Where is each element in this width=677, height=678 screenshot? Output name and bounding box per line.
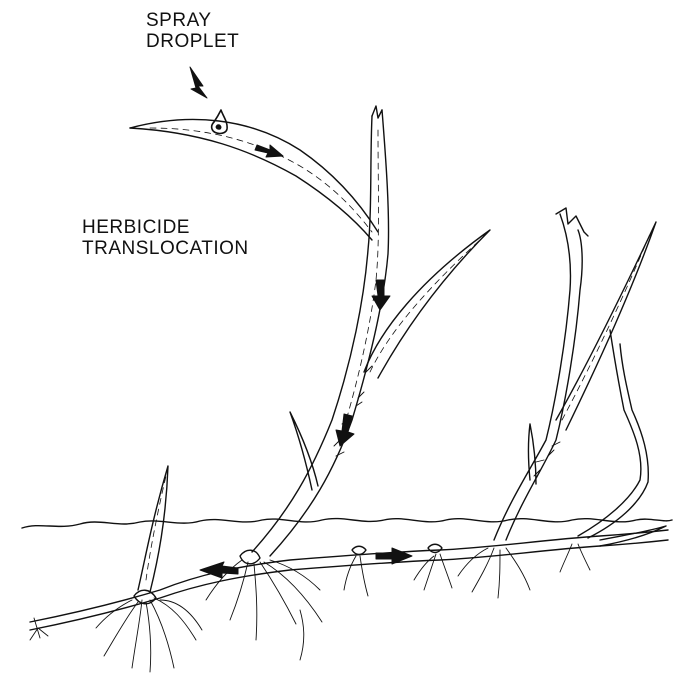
- stolon-lower-edge: [30, 540, 668, 630]
- left-shoot: [138, 466, 168, 592]
- right-tiller-side-leaf: [556, 222, 656, 430]
- treated-leaf-blade-lower-edge: [130, 128, 372, 240]
- spray-droplet-dot: [216, 125, 221, 130]
- treated-leaf-blade: [130, 119, 378, 232]
- roots-left-node: [30, 598, 202, 672]
- far-right-shoot-edge: [588, 344, 648, 538]
- treated-leaf-vein: [150, 128, 372, 232]
- roots-main-node: [206, 560, 322, 660]
- roots-right-node: [458, 544, 590, 598]
- right-tiller-tip: [556, 208, 588, 236]
- main-tiller-stem-left-edge: [252, 116, 372, 552]
- right-tiller-stem-left-edge: [494, 214, 571, 540]
- main-tiller-tip: [372, 106, 382, 118]
- spray-arrow-icon: [190, 67, 207, 98]
- stolon-node-2: [428, 544, 442, 552]
- main-tiller-hairs: [334, 366, 560, 476]
- main-tiller-lower-leaf: [290, 412, 318, 490]
- translocation-arrow-leaf-icon: [255, 145, 283, 157]
- soil-surface-line: [22, 519, 672, 528]
- translocation-arrow-stem-upper-icon: [372, 280, 390, 310]
- stolon-node-3: [240, 550, 260, 564]
- stolon-node-1: [352, 546, 366, 554]
